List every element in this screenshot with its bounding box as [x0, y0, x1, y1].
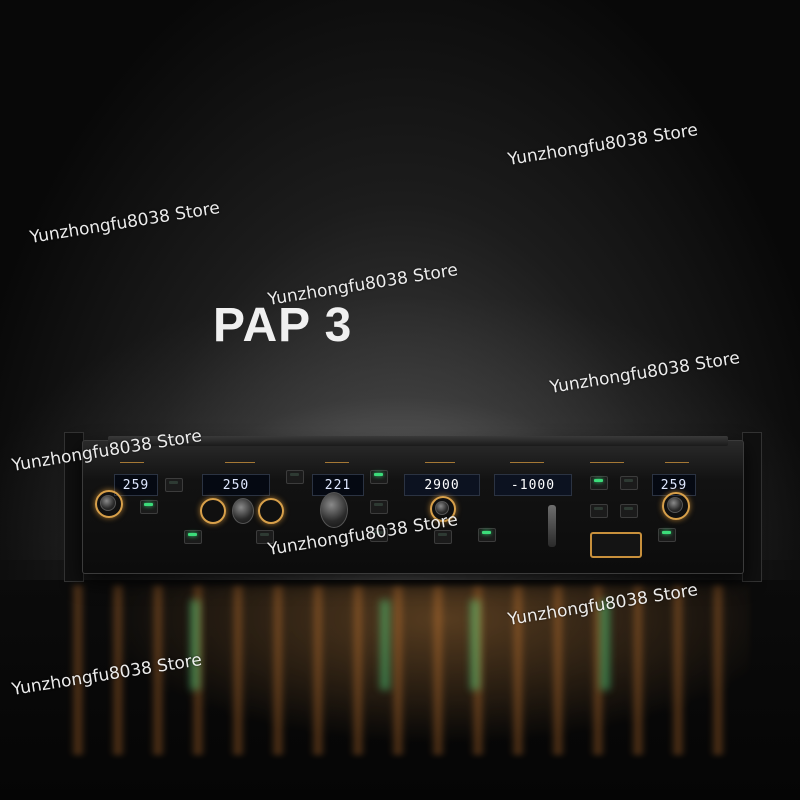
annunciator-led [144, 503, 153, 506]
ias-knob-ring [200, 498, 226, 524]
annunciator-led [260, 533, 269, 536]
section-label-marking [120, 462, 144, 463]
annunciator-led [624, 507, 633, 510]
vor-loc-button[interactable] [370, 500, 388, 514]
annunciator-led [188, 533, 197, 536]
fd-switch[interactable] [140, 500, 158, 514]
vert-speed-wheel[interactable] [548, 505, 556, 547]
section-label-marking [510, 462, 544, 463]
rack-ear-right [742, 432, 762, 582]
app-button[interactable] [370, 528, 388, 542]
course-left-display: 259 [114, 474, 158, 496]
section-label-marking [425, 462, 455, 463]
speed-button[interactable] [256, 530, 274, 544]
panel-top-rail [108, 436, 728, 446]
annunciator-led [482, 531, 491, 534]
altitude-display: 2900 [404, 474, 480, 496]
cws-a-button[interactable] [590, 504, 608, 518]
watermark: Yunzhongfu8038 Store [506, 120, 700, 170]
course-right-knob[interactable] [667, 497, 683, 513]
reflection-green-light [600, 600, 610, 690]
ias-knob-ring-right [258, 498, 284, 524]
cmd-b-button[interactable] [620, 476, 638, 490]
annunciator-led [374, 531, 383, 534]
reflection-green-light [380, 600, 390, 690]
vs-button[interactable] [478, 528, 496, 542]
vnav-button[interactable] [286, 470, 304, 484]
annunciator-led [662, 531, 671, 534]
annunciator-led [290, 473, 299, 476]
ias-knob[interactable] [232, 498, 254, 524]
alt-hld-button[interactable] [434, 530, 452, 544]
cws-b-button[interactable] [620, 504, 638, 518]
section-label-marking [590, 462, 624, 463]
ap-disengage-bar[interactable] [590, 532, 642, 558]
reflective-floor [0, 580, 800, 800]
vert-speed-display: -1000 [494, 474, 572, 496]
annunciator-led [169, 481, 178, 484]
autopilot-panel [82, 440, 744, 574]
n1-button[interactable] [184, 530, 202, 544]
course-left-knob[interactable] [100, 495, 116, 511]
fd-right-switch[interactable] [658, 528, 676, 542]
product-title: PAP 3 [213, 299, 353, 352]
altitude-knob-ring [430, 496, 456, 522]
annunciator-led [594, 507, 603, 510]
heading-knob[interactable] [320, 492, 348, 528]
ias-mach-display: 250 [202, 474, 270, 496]
course-left-knob-ring [95, 490, 123, 518]
annunciator-led [624, 479, 633, 482]
lnav-button[interactable] [370, 470, 388, 484]
annunciator-led [374, 503, 383, 506]
reflection-green-light [190, 600, 200, 690]
annunciator-led [594, 479, 603, 482]
course-right-knob-ring [662, 492, 690, 520]
altitude-knob[interactable] [435, 501, 449, 515]
reflection-green-light [470, 600, 480, 690]
section-label-marking [325, 462, 349, 463]
at-arm-switch[interactable] [165, 478, 183, 492]
annunciator-led [438, 533, 447, 536]
section-label-marking [225, 462, 255, 463]
watermark: Yunzhongfu8038 Store [28, 198, 222, 248]
panel-reflection [70, 585, 750, 755]
section-label-marking [665, 462, 689, 463]
cmd-a-button[interactable] [590, 476, 608, 490]
annunciator-led [374, 473, 383, 476]
